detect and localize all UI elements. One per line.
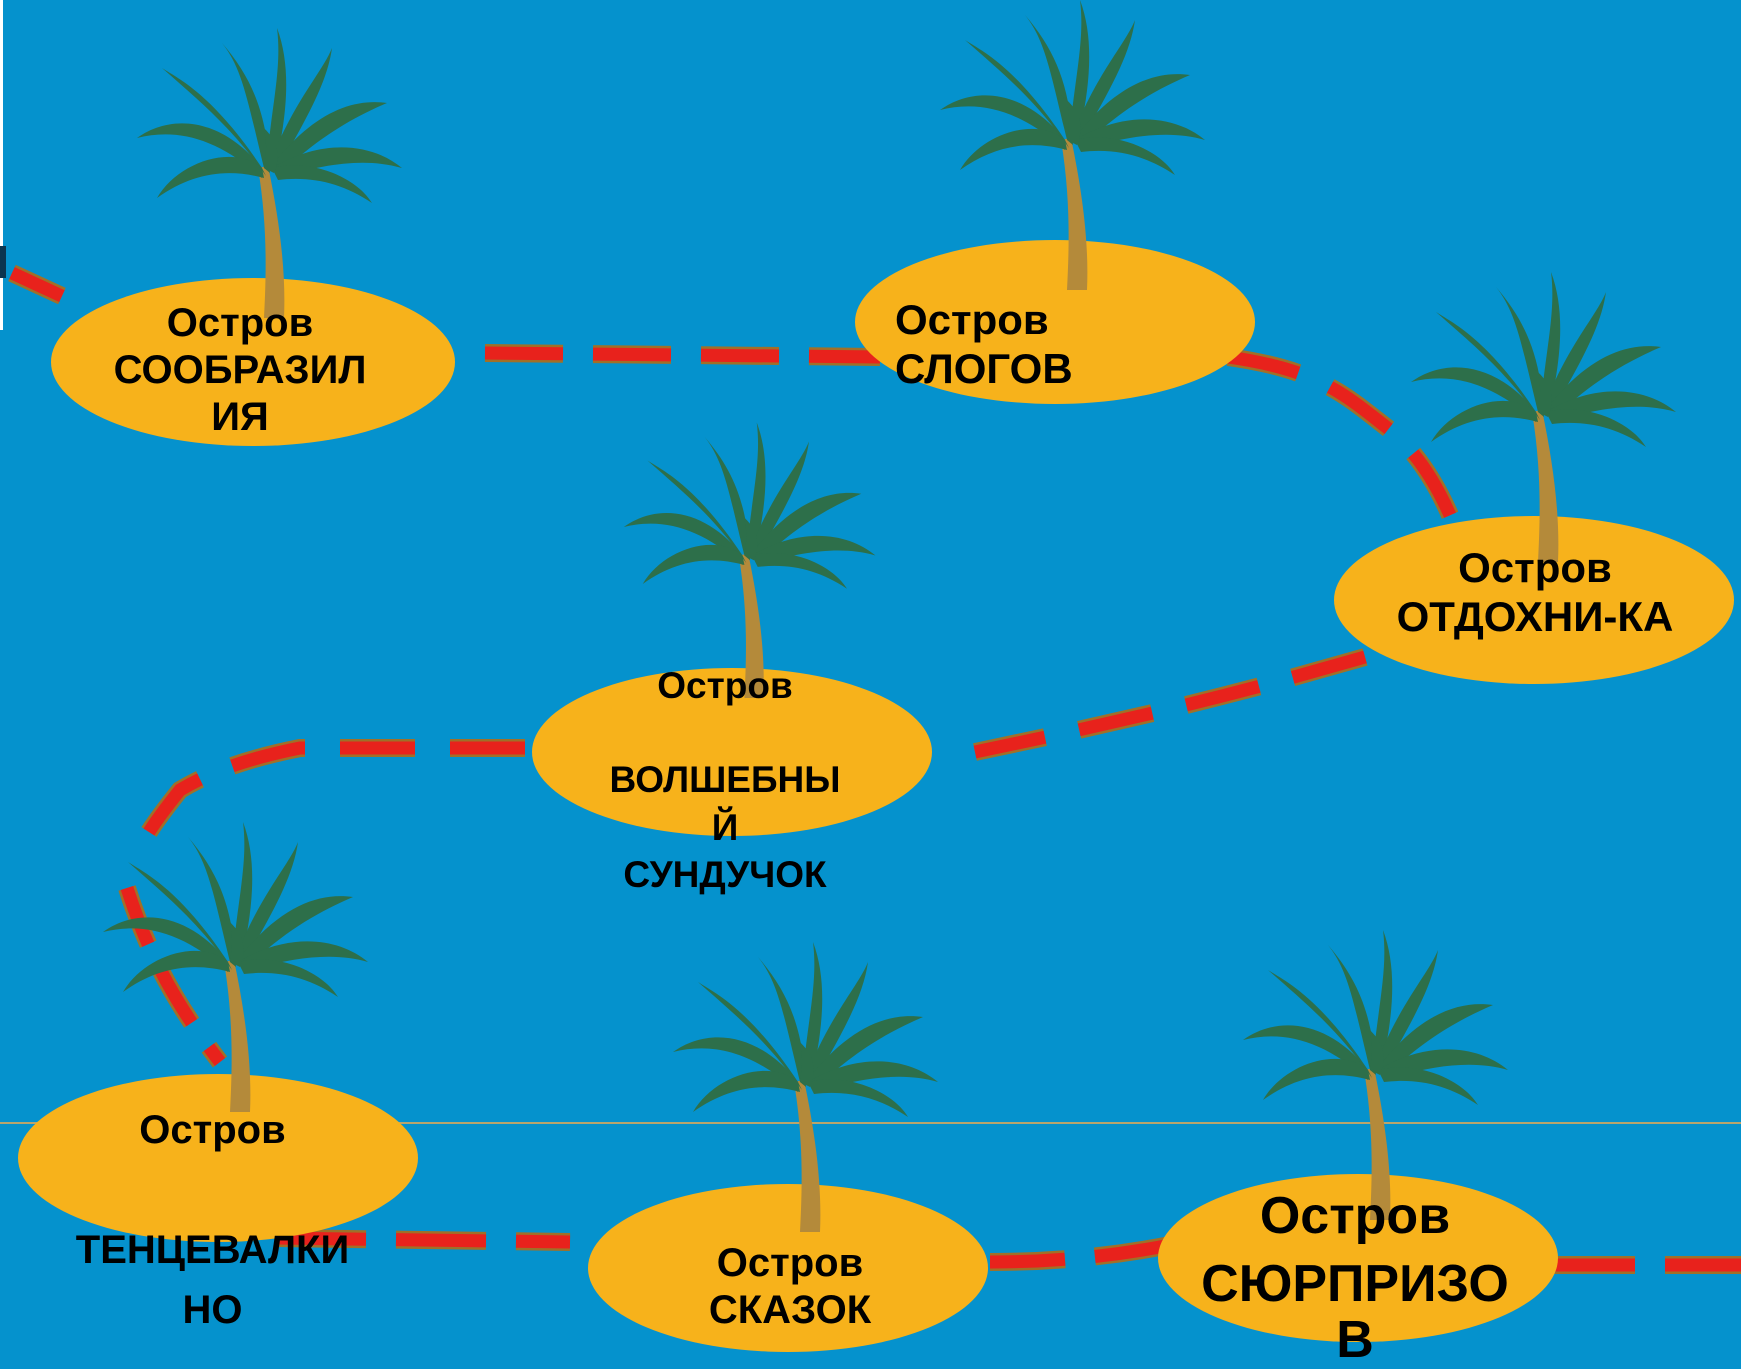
label-line: Остров xyxy=(657,665,793,706)
label-line: СЛОГОВ xyxy=(895,345,1073,393)
island-syurprizov[interactable] xyxy=(1158,930,1558,1342)
island-slogov[interactable] xyxy=(855,0,1255,404)
island-volshebny[interactable] xyxy=(532,422,932,837)
palm-tree-icon xyxy=(623,422,876,698)
island-label-volshebny: Остров ВОЛШЕБНЫ Й СУНДУЧОК xyxy=(575,662,875,898)
palm-tree-icon xyxy=(103,822,368,1112)
palm-tree-icon xyxy=(673,942,938,1232)
label-line: СООБРАЗИЛ xyxy=(113,347,367,392)
label-line: СУНДУЧОК xyxy=(623,854,827,896)
label-line: Остров xyxy=(895,296,1049,343)
island-label-syurprizov: Остров СЮРПРИЗО В xyxy=(1165,1187,1545,1369)
label-line: ИЯ xyxy=(211,394,269,439)
island-label-otdokhnika: Остров ОТДОХНИ-КА xyxy=(1370,543,1700,641)
label-line: Остров xyxy=(166,301,314,345)
label-line: ВОЛШЕБНЫ xyxy=(609,759,841,801)
island-skazok[interactable] xyxy=(588,942,988,1352)
label-line: СЮРПРИЗО xyxy=(1201,1255,1509,1314)
label-line: ОТДОХНИ-КА xyxy=(1396,593,1674,641)
label-line xyxy=(40,1160,385,1220)
palm-tree-icon xyxy=(137,28,402,318)
palm-tree-icon xyxy=(1411,272,1676,562)
island-otdokhnika[interactable] xyxy=(1334,272,1734,684)
label-line: Остров xyxy=(716,1241,864,1285)
island-tentsevalkino[interactable] xyxy=(18,822,418,1242)
route-path xyxy=(8,264,1741,1274)
label-line: В xyxy=(1336,1311,1374,1369)
palm-tree-icon xyxy=(1243,930,1508,1220)
island-label-soobrazilia: Остров СООБРАЗИЛ ИЯ xyxy=(90,300,390,440)
label-line: Остров xyxy=(139,1108,286,1152)
label-line: Й xyxy=(711,806,739,848)
island-label-tentsevalkino: Остров ТЕНЦЕВАЛКИ НО xyxy=(40,1100,385,1340)
left-edge-bar xyxy=(0,0,3,330)
label-line: Остров xyxy=(1458,544,1612,591)
label-line: ТЕНЦЕВАЛКИ xyxy=(75,1228,350,1272)
island-label-slogov: Остров СЛОГОВ xyxy=(895,295,1073,393)
island-label-skazok: Остров СКАЗОК xyxy=(640,1240,940,1334)
island-soobrazilia[interactable] xyxy=(51,28,455,446)
label-line: СКАЗОК xyxy=(708,1287,872,1332)
label-line xyxy=(575,709,875,756)
label-line: Остров xyxy=(1259,1187,1451,1245)
left-edge-notch xyxy=(0,246,6,278)
label-line: НО xyxy=(182,1288,243,1332)
